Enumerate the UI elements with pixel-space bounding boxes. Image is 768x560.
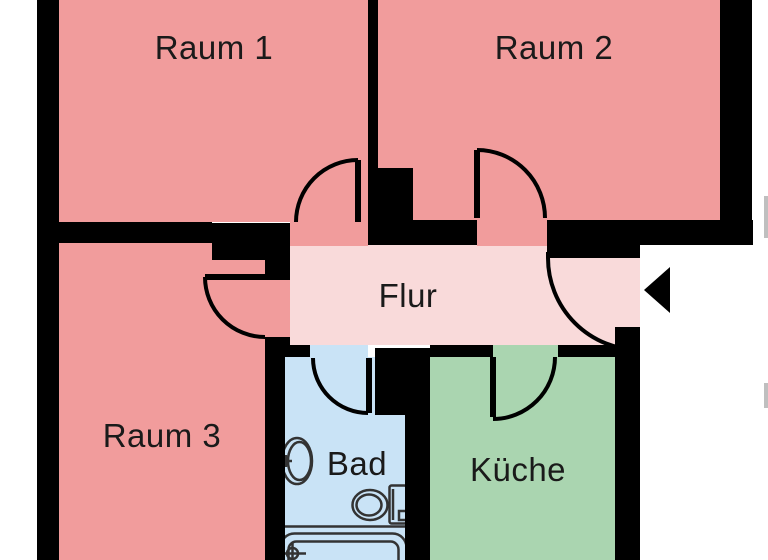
room-raum2 [378, 0, 720, 220]
label-flur: Flur [378, 277, 438, 314]
edge-artifact-marks [764, 196, 768, 408]
doorway-raum3 [265, 280, 290, 338]
doorway-raum2 [477, 218, 547, 246]
label-bad: Bad [326, 445, 388, 482]
entrance-arrow-icon [644, 267, 670, 313]
wall-flur-top-mid [413, 220, 477, 245]
wall-kueche-right [615, 327, 640, 560]
label-raum2: Raum 2 [494, 29, 614, 66]
wall-raum2-right [720, 0, 752, 245]
room-raum3 [59, 243, 265, 560]
label-kueche: Küche [469, 451, 567, 488]
wall-flur-bottom-left [265, 345, 310, 357]
wall-raum1-raum2-divider [368, 0, 378, 170]
wall-divider-block [368, 168, 413, 245]
wall-raum1-bottom [37, 222, 212, 243]
room-flur [288, 245, 640, 345]
label-raum3: Raum 3 [102, 417, 222, 454]
wall-bad-left [265, 357, 285, 560]
doorway-raum1 [290, 222, 368, 246]
doorway-kueche [493, 345, 558, 357]
wall-raum3-door-jamb [265, 260, 290, 280]
wall-bad-door-block [375, 348, 430, 415]
wall-flur-bottom-mid [430, 345, 493, 357]
doorway-bad [310, 345, 368, 357]
wall-flur-top-right [547, 220, 640, 252]
label-raum1: Raum 1 [154, 29, 274, 66]
wall-outer-left [37, 0, 59, 560]
wall-raum3-top-block [212, 223, 290, 260]
wall-bad-kueche-divider [405, 415, 430, 560]
